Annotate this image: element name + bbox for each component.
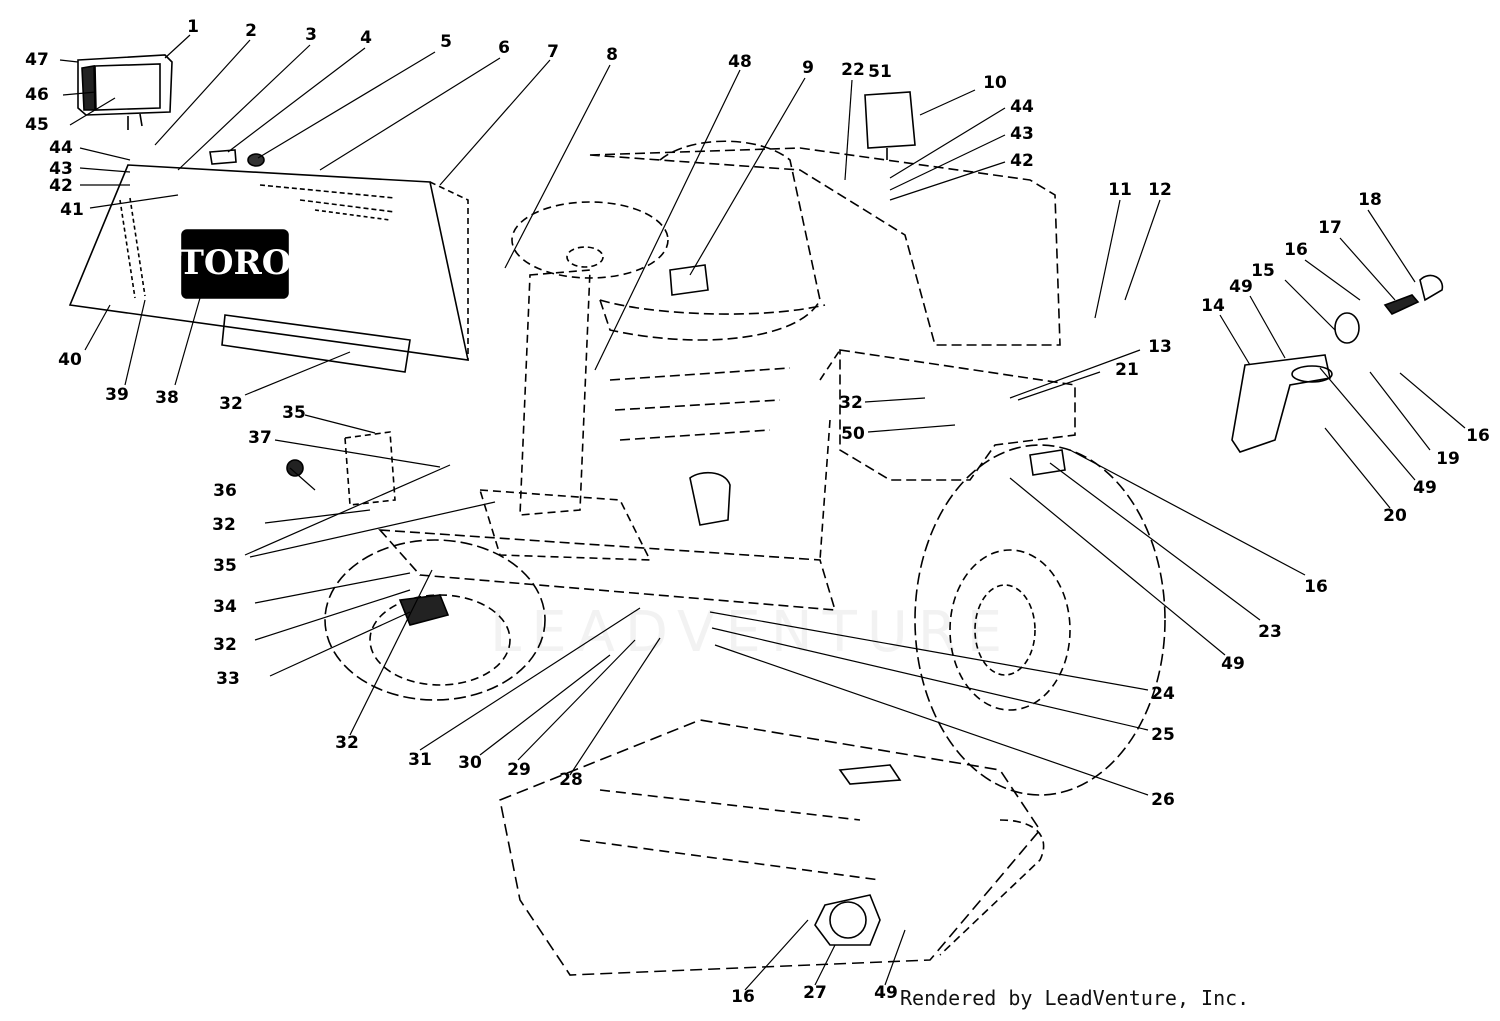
- callout-label: 13: [1148, 337, 1172, 357]
- callout-label: 19: [1436, 449, 1460, 469]
- callout-label: 31: [408, 750, 432, 770]
- callout-label: 17: [1318, 218, 1342, 238]
- callout-label: 39: [105, 385, 129, 405]
- chassis-frame: [378, 529, 837, 611]
- line-art: [68, 54, 1444, 976]
- callout-label: 16: [1284, 240, 1308, 260]
- callout-label: 3: [305, 25, 317, 45]
- callout-label: 16: [1466, 426, 1490, 446]
- callout-label: 36: [213, 481, 237, 501]
- callout-label: 18: [1358, 190, 1382, 210]
- work-light: [864, 91, 916, 149]
- headlight-lens: [94, 63, 161, 111]
- callout-label: 14: [1201, 296, 1225, 316]
- callout-label: 32: [219, 394, 243, 414]
- callout-label: 2: [245, 21, 257, 41]
- callout-label: 48: [728, 52, 752, 72]
- taillight-bracket: [1231, 354, 1331, 453]
- callout-label: 26: [1151, 790, 1175, 810]
- callout-label: 16: [731, 987, 755, 1007]
- callout-label: 41: [60, 200, 84, 220]
- callout-label: 37: [248, 428, 272, 448]
- callout-label: 49: [1413, 478, 1437, 498]
- callout-label: 22: [841, 60, 865, 80]
- callout-label: 20: [1383, 506, 1407, 526]
- callout-label: 35: [213, 556, 237, 576]
- callout-label: 49: [874, 983, 898, 1003]
- callout-label: 1: [187, 17, 199, 37]
- callout-label: 25: [1151, 725, 1175, 745]
- callout-label: 49: [1221, 654, 1245, 674]
- callout-label: 6: [498, 38, 510, 58]
- callout-label: 32: [839, 393, 863, 413]
- callout-label: 11: [1108, 180, 1132, 200]
- callout-label: 27: [803, 983, 827, 1003]
- callout-numbers: 1 2 3 4 5 6 7 8 48 9 22 51 10 44 43 42 1…: [25, 17, 1490, 1007]
- callout-label: 35: [282, 403, 306, 423]
- leader-lines: [59, 34, 1466, 991]
- callout-label: 49: [1229, 277, 1253, 297]
- callout-label: 12: [1148, 180, 1172, 200]
- callout-label: 9: [802, 58, 814, 78]
- callout-label: 47: [25, 50, 49, 70]
- callout-label: 4: [360, 28, 372, 48]
- headlight-housing: [77, 54, 173, 116]
- callout-label: 50: [841, 424, 865, 444]
- callout-label: 43: [49, 159, 73, 179]
- callout-label: 44: [1010, 97, 1034, 117]
- gauge-round: [814, 894, 881, 946]
- callout-label: 42: [49, 176, 73, 196]
- callout-label: 23: [1258, 622, 1282, 642]
- callout-label: 32: [335, 733, 359, 753]
- callout-label: 24: [1151, 684, 1175, 704]
- toro-logo-box: [181, 229, 289, 299]
- callout-label: 32: [212, 515, 236, 535]
- callout-label: 30: [458, 753, 482, 773]
- callout-label: 43: [1010, 124, 1034, 144]
- callout-label: 15: [1251, 261, 1275, 281]
- render-credit: Rendered by LeadVenture, Inc.: [900, 986, 1250, 1010]
- key-switch: [669, 264, 709, 296]
- callout-label: 28: [559, 770, 583, 790]
- callout-label: 32: [213, 635, 237, 655]
- taillight-lens: [1334, 312, 1360, 344]
- callout-label: 8: [606, 45, 618, 65]
- callout-label: 38: [155, 388, 179, 408]
- callout-label: 44: [49, 138, 73, 158]
- callout-label: 46: [25, 85, 49, 105]
- callout-label: 5: [440, 32, 452, 52]
- mower-deck: [499, 719, 1041, 976]
- front-wheel: [324, 539, 546, 701]
- callout-label: 51: [868, 62, 892, 82]
- callout-label: 29: [507, 760, 531, 780]
- callout-label: 40: [58, 350, 82, 370]
- callout-label: 16: [1304, 577, 1328, 597]
- rear-wheel: [914, 444, 1166, 796]
- callout-label: 45: [25, 115, 49, 135]
- seat-back: [589, 147, 1061, 346]
- callout-label: 34: [213, 597, 237, 617]
- callout-label: 42: [1010, 151, 1034, 171]
- callout-label: 21: [1115, 360, 1139, 380]
- callout-label: 33: [216, 669, 240, 689]
- callout-label: 10: [983, 73, 1007, 93]
- watermark: LEADVENTURE: [490, 600, 1013, 665]
- toro-logo-text: TORO: [179, 243, 292, 283]
- callout-label: 7: [547, 42, 559, 62]
